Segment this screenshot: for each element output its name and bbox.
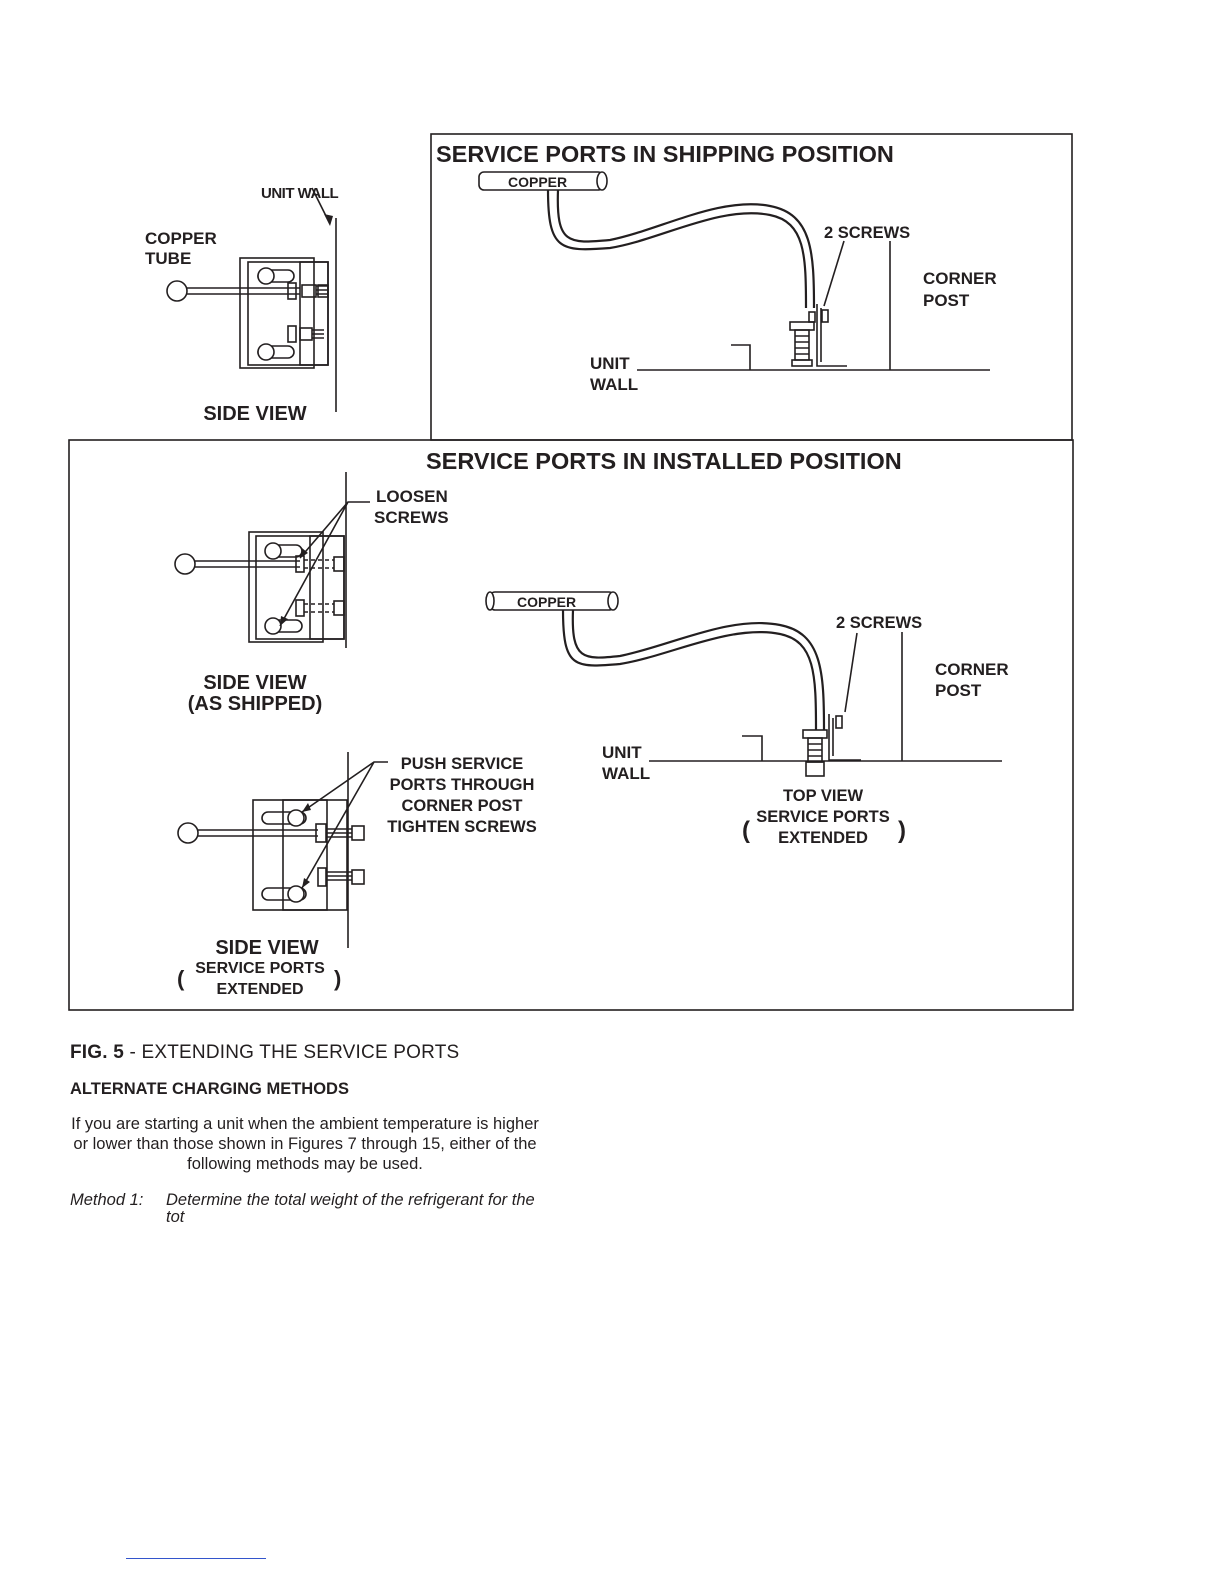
side-view-as-shipped — [174, 472, 370, 648]
side-view-extended-sub-line2: EXTENDED — [216, 981, 303, 998]
top-view-paren-left: ( — [742, 817, 750, 844]
loosen-screws-line2: SCREWS — [374, 508, 449, 527]
method-1: Method 1: Determine the total weight of … — [70, 1192, 550, 1226]
push-note-line4: TIGHTEN SCREWS — [387, 818, 536, 836]
figure-number: FIG. 5 — [70, 1042, 124, 1063]
installed-screws-label: 2 SCREWS — [836, 614, 922, 632]
figure-caption: FIG. 5 - EXTENDING THE SERVICE PORTS — [70, 1042, 459, 1064]
side-view-extended-paren-right: ) — [334, 966, 341, 991]
top-view-title: TOP VIEW — [783, 787, 864, 805]
figure-title: - EXTENDING THE SERVICE PORTS — [124, 1042, 460, 1063]
installed-copper-label: COPPER — [517, 594, 576, 610]
shipping-copper-label: COPPER — [508, 174, 567, 190]
installed-corner-post-line1: CORNER — [935, 660, 1009, 679]
push-note-line3: CORNER POST — [401, 797, 522, 815]
top-view-sub-line1: SERVICE PORTS — [756, 808, 890, 826]
side-view-extended-paren-left: ( — [177, 966, 185, 991]
side-view-title-top: SIDE VIEW — [203, 403, 306, 425]
shipping-copper-pipe — [478, 171, 847, 367]
installed-unit-wall-line1: UNIT — [602, 743, 642, 762]
method-label: Method 1: — [70, 1191, 144, 1209]
top-view-sub-line2: EXTENDED — [778, 829, 868, 847]
footer-rule — [126, 1558, 266, 1559]
top-view-paren-right: ) — [898, 817, 906, 844]
side-view-extended-title: SIDE VIEW — [215, 937, 318, 959]
copper-tube-end — [166, 280, 188, 302]
side-view-as-shipped-line2: (AS SHIPPED) — [188, 693, 322, 715]
shipping-position-title: SERVICE PORTS IN SHIPPING POSITION — [436, 141, 894, 167]
push-note-line1: PUSH SERVICE — [401, 755, 524, 773]
method-text: Determine the total weight of the refrig… — [166, 1191, 535, 1226]
copper-tube-label-line2: TUBE — [145, 249, 191, 268]
unit-wall-label-top: UNIT WALL — [261, 185, 338, 202]
installed-unit-wall-line2: WALL — [602, 764, 650, 783]
push-note-line2: PORTS THROUGH — [390, 776, 535, 794]
installed-copper-pipe — [485, 591, 861, 777]
installed-corner-post-line2: POST — [935, 681, 982, 700]
side-view-as-shipped-line1: SIDE VIEW — [203, 672, 306, 694]
copper-tube-label-line1: COPPER — [145, 229, 217, 248]
shipping-corner-post-line2: POST — [923, 291, 970, 310]
side-view-shipping — [166, 187, 337, 412]
installed-position-title: SERVICE PORTS IN INSTALLED POSITION — [426, 448, 902, 474]
shipping-corner-post-line1: CORNER — [923, 269, 997, 288]
shipping-unit-wall-line1: UNIT — [590, 354, 630, 373]
installed-position-frame — [68, 439, 1074, 1011]
side-view-extended — [177, 752, 388, 948]
shipping-screws-label: 2 SCREWS — [824, 224, 910, 242]
section-heading: ALTERNATE CHARGING METHODS — [70, 1080, 349, 1098]
loosen-screws-line1: LOOSEN — [376, 487, 448, 506]
shipping-unit-wall-line2: WALL — [590, 375, 638, 394]
service-ports-diagram: UNIT WALL COPPER TUBE SIDE VIEW SERVICE … — [68, 133, 1074, 1011]
side-view-extended-sub-line1: SERVICE PORTS — [195, 960, 325, 977]
section-paragraph: If you are starting a unit when the ambi… — [71, 1115, 539, 1173]
